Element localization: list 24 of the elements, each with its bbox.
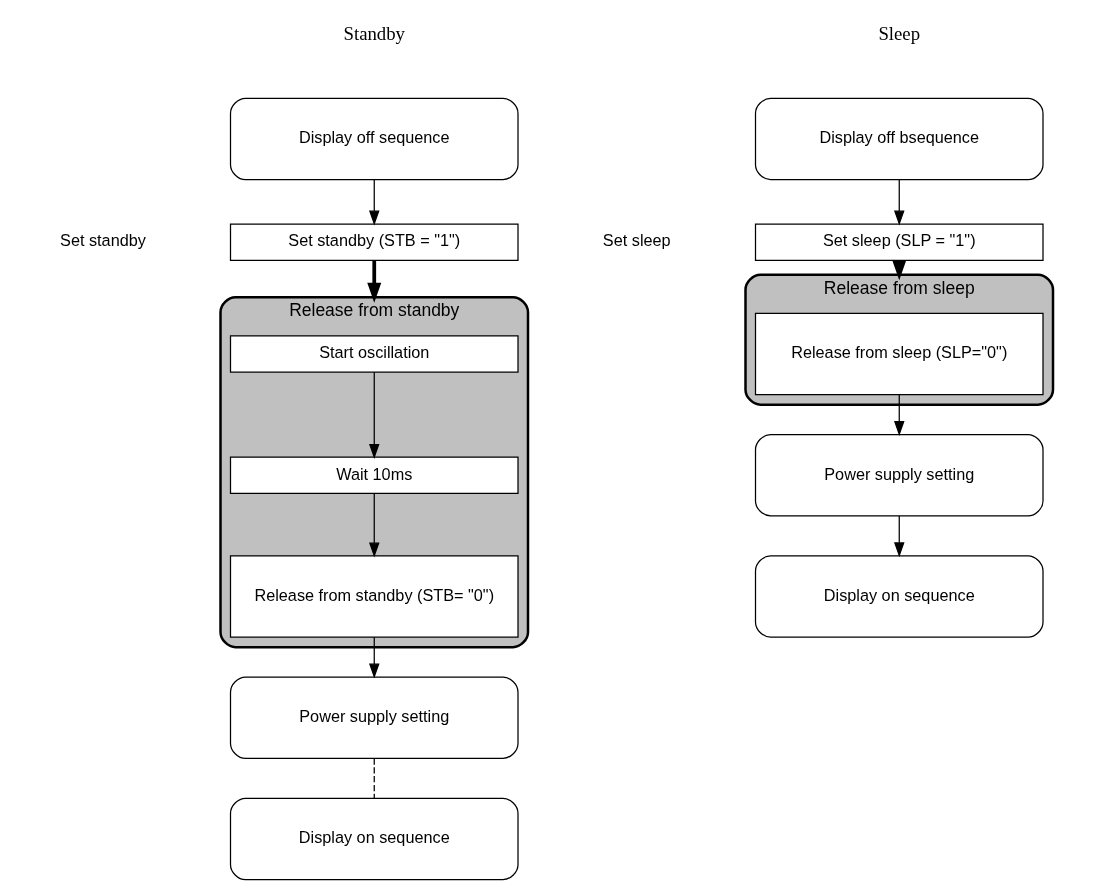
arrow [893, 515, 904, 558]
arrow [368, 636, 379, 679]
node-box: Power supply setting [229, 676, 519, 759]
node-box: Set standby (STB = "1") [229, 223, 519, 261]
label: Set standby [59, 231, 146, 250]
arrow [368, 492, 379, 558]
node-box: Display on sequence [229, 797, 519, 881]
node-box: Start oscillation [229, 335, 519, 373]
arrow [366, 260, 381, 303]
node-box: Display off sequence [229, 97, 519, 181]
arrow [893, 394, 904, 437]
node-box: Display on sequence [754, 555, 1044, 638]
node-box: Release from standby (STB= "0") [229, 555, 519, 638]
connector [373, 757, 375, 799]
arrow [368, 179, 379, 226]
arrow [368, 371, 379, 459]
label: Standby [343, 23, 405, 45]
node-box: Wait 10ms [229, 456, 519, 494]
node-box: Display off bsequence [754, 97, 1044, 181]
node-box: Release from sleep (SLP="0") [754, 312, 1044, 396]
arrow [893, 179, 904, 226]
label: Set sleep [602, 231, 671, 250]
label: Sleep [877, 23, 920, 45]
node-box: Power supply setting [754, 434, 1044, 517]
